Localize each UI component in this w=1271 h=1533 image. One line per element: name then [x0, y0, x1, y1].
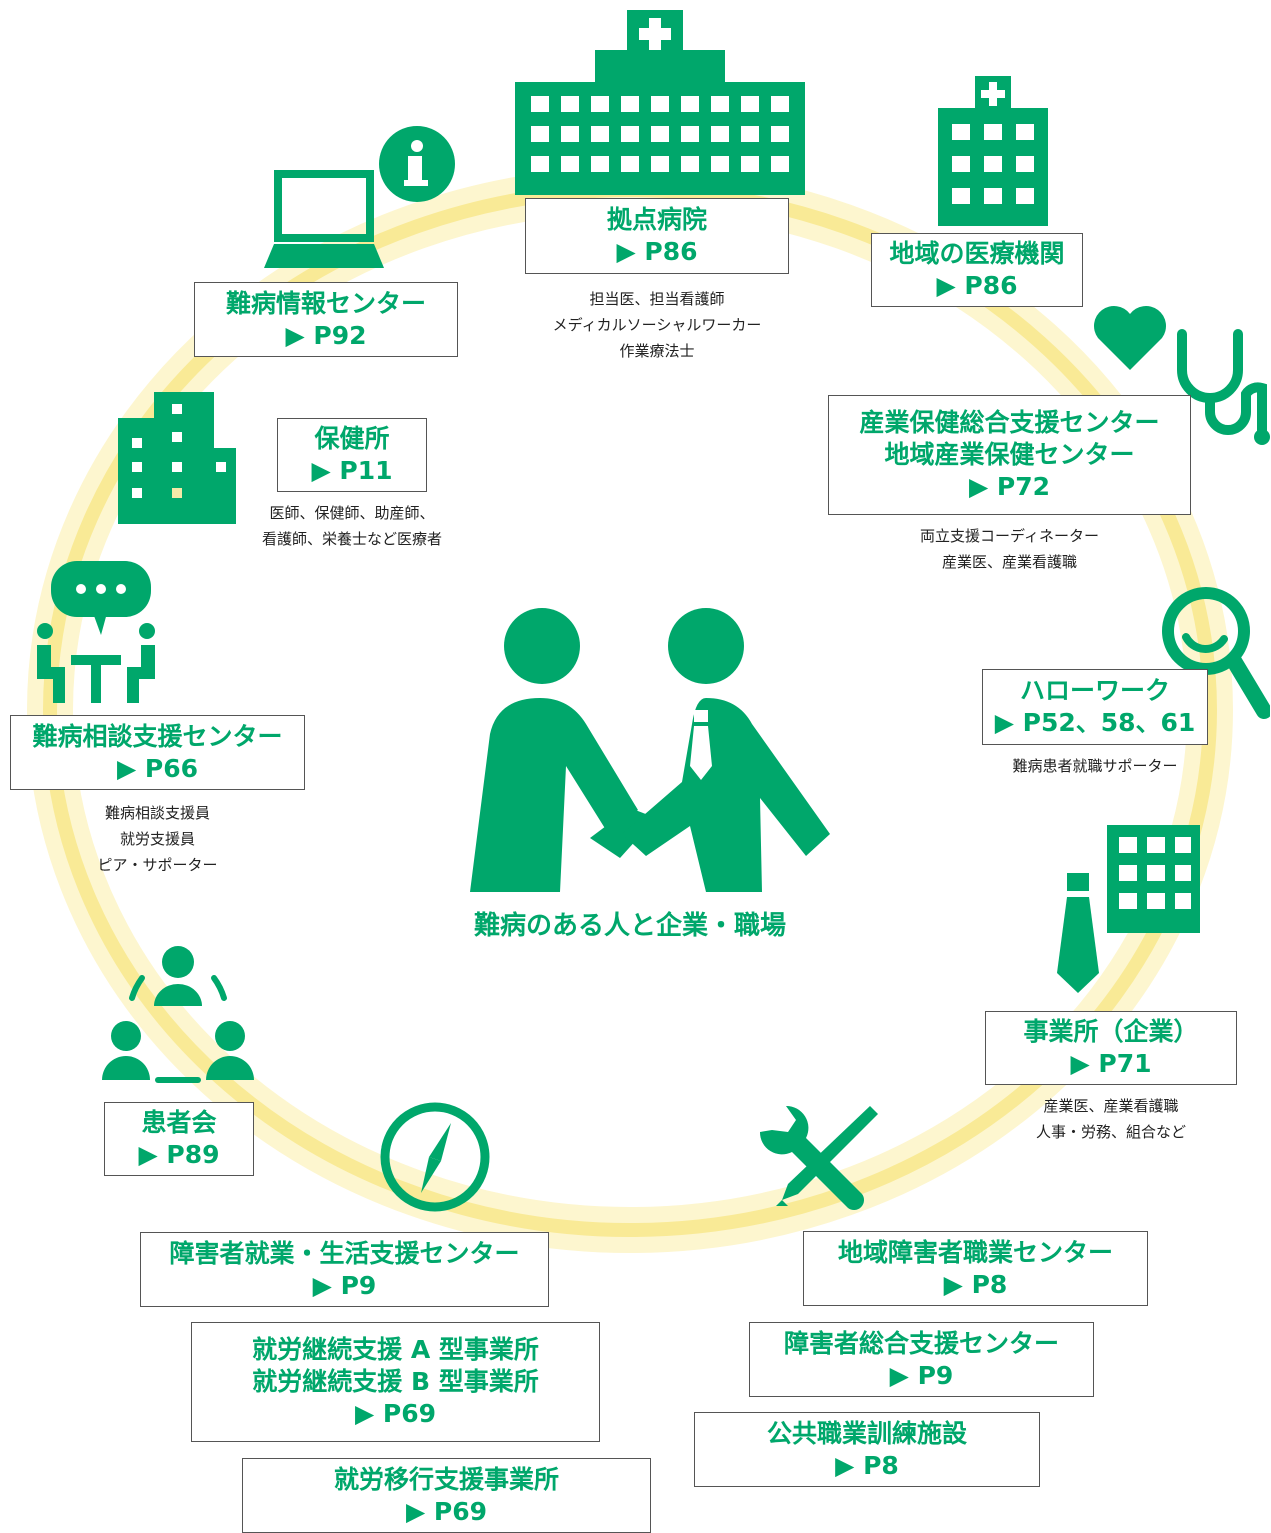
node-name: ハローワーク [1019, 676, 1170, 705]
node-sangyo-hoken-desc: 両立支援コーディネーター産業医、産業看護職 [920, 527, 1099, 571]
node-kokyo[interactable]: 公共職業訓練施設 ▶ P8 [694, 1412, 1040, 1487]
node-shugyo-seikatsu[interactable]: 障害者就業・生活支援センター ▶ P9 [140, 1232, 549, 1307]
node-keizoku[interactable]: 就労継続支援 A 型事業所 就労継続支援 B 型事業所 ▶ P69 [191, 1322, 600, 1442]
node-name: 拠点病院 [606, 205, 707, 234]
node-name-line1: 就労継続支援 A 型事業所 [252, 1335, 539, 1364]
node-shogai-sogo[interactable]: 障害者総合支援センター ▶ P9 [749, 1322, 1094, 1397]
node-hokenjo-desc: 医師、保健師、助産師、看護師、栄養士など医療者 [261, 504, 442, 548]
page-ref-link[interactable]: ▶ P72 [968, 472, 1051, 501]
node-name: 難病情報センター [225, 288, 426, 318]
node-name: 保健所 [314, 424, 390, 453]
page-ref-link[interactable]: ▶ P69 [354, 1399, 437, 1428]
node-hokenjo[interactable]: 保健所 ▶ P11 [277, 418, 427, 492]
page-ref-link[interactable]: ▶ P9 [889, 1360, 954, 1390]
page-ref-link[interactable]: ▶ P66 [116, 753, 199, 783]
node-name: 障害者総合支援センター [783, 1328, 1059, 1358]
node-name: 患者会 [141, 1108, 217, 1137]
laptop-info-icon [264, 126, 455, 268]
node-name-line1: 産業保健総合支援センター [859, 408, 1160, 437]
page-ref-link[interactable]: ▶ P86 [616, 237, 698, 266]
node-sangyo-hoken[interactable]: 産業保健総合支援センター 地域産業保健センター ▶ P72 [828, 395, 1191, 515]
page-ref-link[interactable]: ▶ P69 [405, 1496, 488, 1526]
node-kanjakai[interactable]: 患者会 ▶ P89 [104, 1102, 254, 1176]
node-name: 障害者就業・生活支援センター [169, 1238, 520, 1268]
node-name: 公共職業訓練施設 [766, 1418, 967, 1448]
page-ref-link[interactable]: ▶ P9 [312, 1270, 377, 1300]
node-jigyosho[interactable]: 事業所（企業） ▶ P71 [985, 1011, 1237, 1085]
wrench-pencil-icon [759, 1105, 878, 1210]
node-name: 地域障害者職業センター [837, 1237, 1113, 1267]
office-tie-icon [1057, 825, 1200, 993]
node-sodan-desc: 難病相談支援員就労支援員ピア・サポーター [97, 804, 218, 874]
page-ref-link[interactable]: ▶ P11 [311, 456, 393, 485]
page-ref-link[interactable]: ▶ P86 [936, 271, 1018, 300]
node-hellowork-desc: 難病患者就職サポーター [1012, 757, 1178, 775]
page-ref-link[interactable]: ▶ P89 [138, 1140, 220, 1169]
compass-icon [380, 1102, 490, 1212]
node-joho[interactable]: 難病情報センター ▶ P92 [194, 282, 458, 357]
node-name-line2: 就労継続支援 B 型事業所 [252, 1367, 539, 1396]
page-ref-link[interactable]: ▶ P8 [835, 1450, 899, 1480]
consultation-icon [37, 561, 155, 703]
node-name: 地域の医療機関 [889, 239, 1065, 268]
buildings-icon [118, 392, 236, 524]
page-ref-link[interactable]: ▶ P52、58、61 [994, 708, 1196, 737]
node-name: 事業所（企業） [1023, 1017, 1199, 1046]
node-name: 就労移行支援事業所 [333, 1464, 559, 1494]
node-ikou[interactable]: 就労移行支援事業所 ▶ P69 [242, 1458, 651, 1533]
heart-stethoscope-icon [1094, 306, 1270, 445]
node-chiiki-iryo[interactable]: 地域の医療機関 ▶ P86 [871, 233, 1083, 307]
group-circle-icon [102, 946, 254, 1083]
node-name-line2: 地域産業保健センター [884, 440, 1135, 469]
node-name: 難病相談支援センター [32, 721, 283, 751]
node-sodan[interactable]: 難病相談支援センター ▶ P66 [10, 715, 305, 790]
node-kyoten[interactable]: 拠点病院 ▶ P86 [525, 198, 789, 274]
node-chiiki-shogai[interactable]: 地域障害者職業センター ▶ P8 [803, 1231, 1148, 1306]
node-jigyosho-desc: 産業医、産業看護職人事・労務、組合など [1035, 1097, 1186, 1141]
hospital-icon [515, 10, 805, 195]
page-ref-link[interactable]: ▶ P8 [943, 1269, 1008, 1299]
page-ref-link[interactable]: ▶ P92 [285, 320, 367, 350]
center-title: 難病のある人と企業・職場 [473, 911, 786, 941]
handshake-people-icon [470, 608, 830, 892]
clinic-icon [938, 76, 1048, 226]
node-hellowork[interactable]: ハローワーク ▶ P52、58、61 [982, 669, 1208, 745]
node-kyoten-desc: 担当医、担当看護師メディカルソーシャルワーカー作業療法士 [552, 290, 762, 360]
page-ref-link[interactable]: ▶ P71 [1070, 1049, 1152, 1078]
